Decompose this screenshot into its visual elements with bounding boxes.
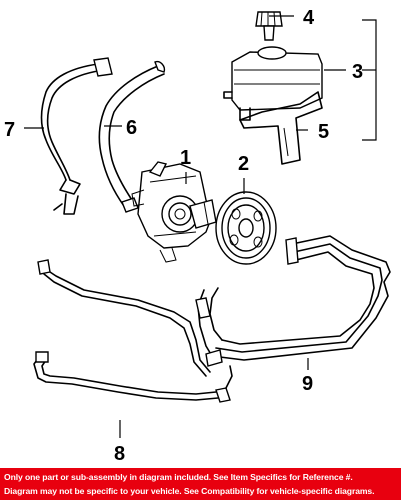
callout-7: 7 bbox=[4, 119, 15, 141]
pressure-hose-lower bbox=[33, 351, 233, 403]
power-steering-reservoir bbox=[223, 46, 323, 121]
leader-lines bbox=[24, 15, 377, 438]
callout-6: 6 bbox=[126, 117, 137, 139]
callout-5: 5 bbox=[318, 121, 329, 143]
disclaimer-line-1: Only one part or sub-assembly in diagram… bbox=[4, 472, 353, 482]
power-steering-parts-diagram: 4 3 5 7 6 1 2 9 8 bbox=[4, 7, 391, 462]
steering-line-tubes bbox=[195, 235, 391, 367]
power-steering-pump bbox=[131, 161, 217, 263]
pump-pulley bbox=[215, 191, 277, 265]
callout-8: 8 bbox=[114, 443, 125, 462]
callout-2: 2 bbox=[238, 153, 249, 175]
pressure-hose-upper bbox=[98, 60, 166, 213]
pressure-line-left bbox=[37, 259, 211, 377]
return-hose-assembly bbox=[40, 57, 113, 215]
callout-4: 4 bbox=[303, 7, 315, 29]
disclaimer-line-2: Diagram may not be specific to your vehi… bbox=[4, 486, 375, 496]
disclaimer-banner: Only one part or sub-assembly in diagram… bbox=[0, 468, 401, 500]
callout-9: 9 bbox=[302, 373, 313, 395]
callout-1: 1 bbox=[180, 147, 191, 169]
callout-3: 3 bbox=[352, 61, 363, 83]
reservoir-bracket bbox=[239, 91, 323, 165]
